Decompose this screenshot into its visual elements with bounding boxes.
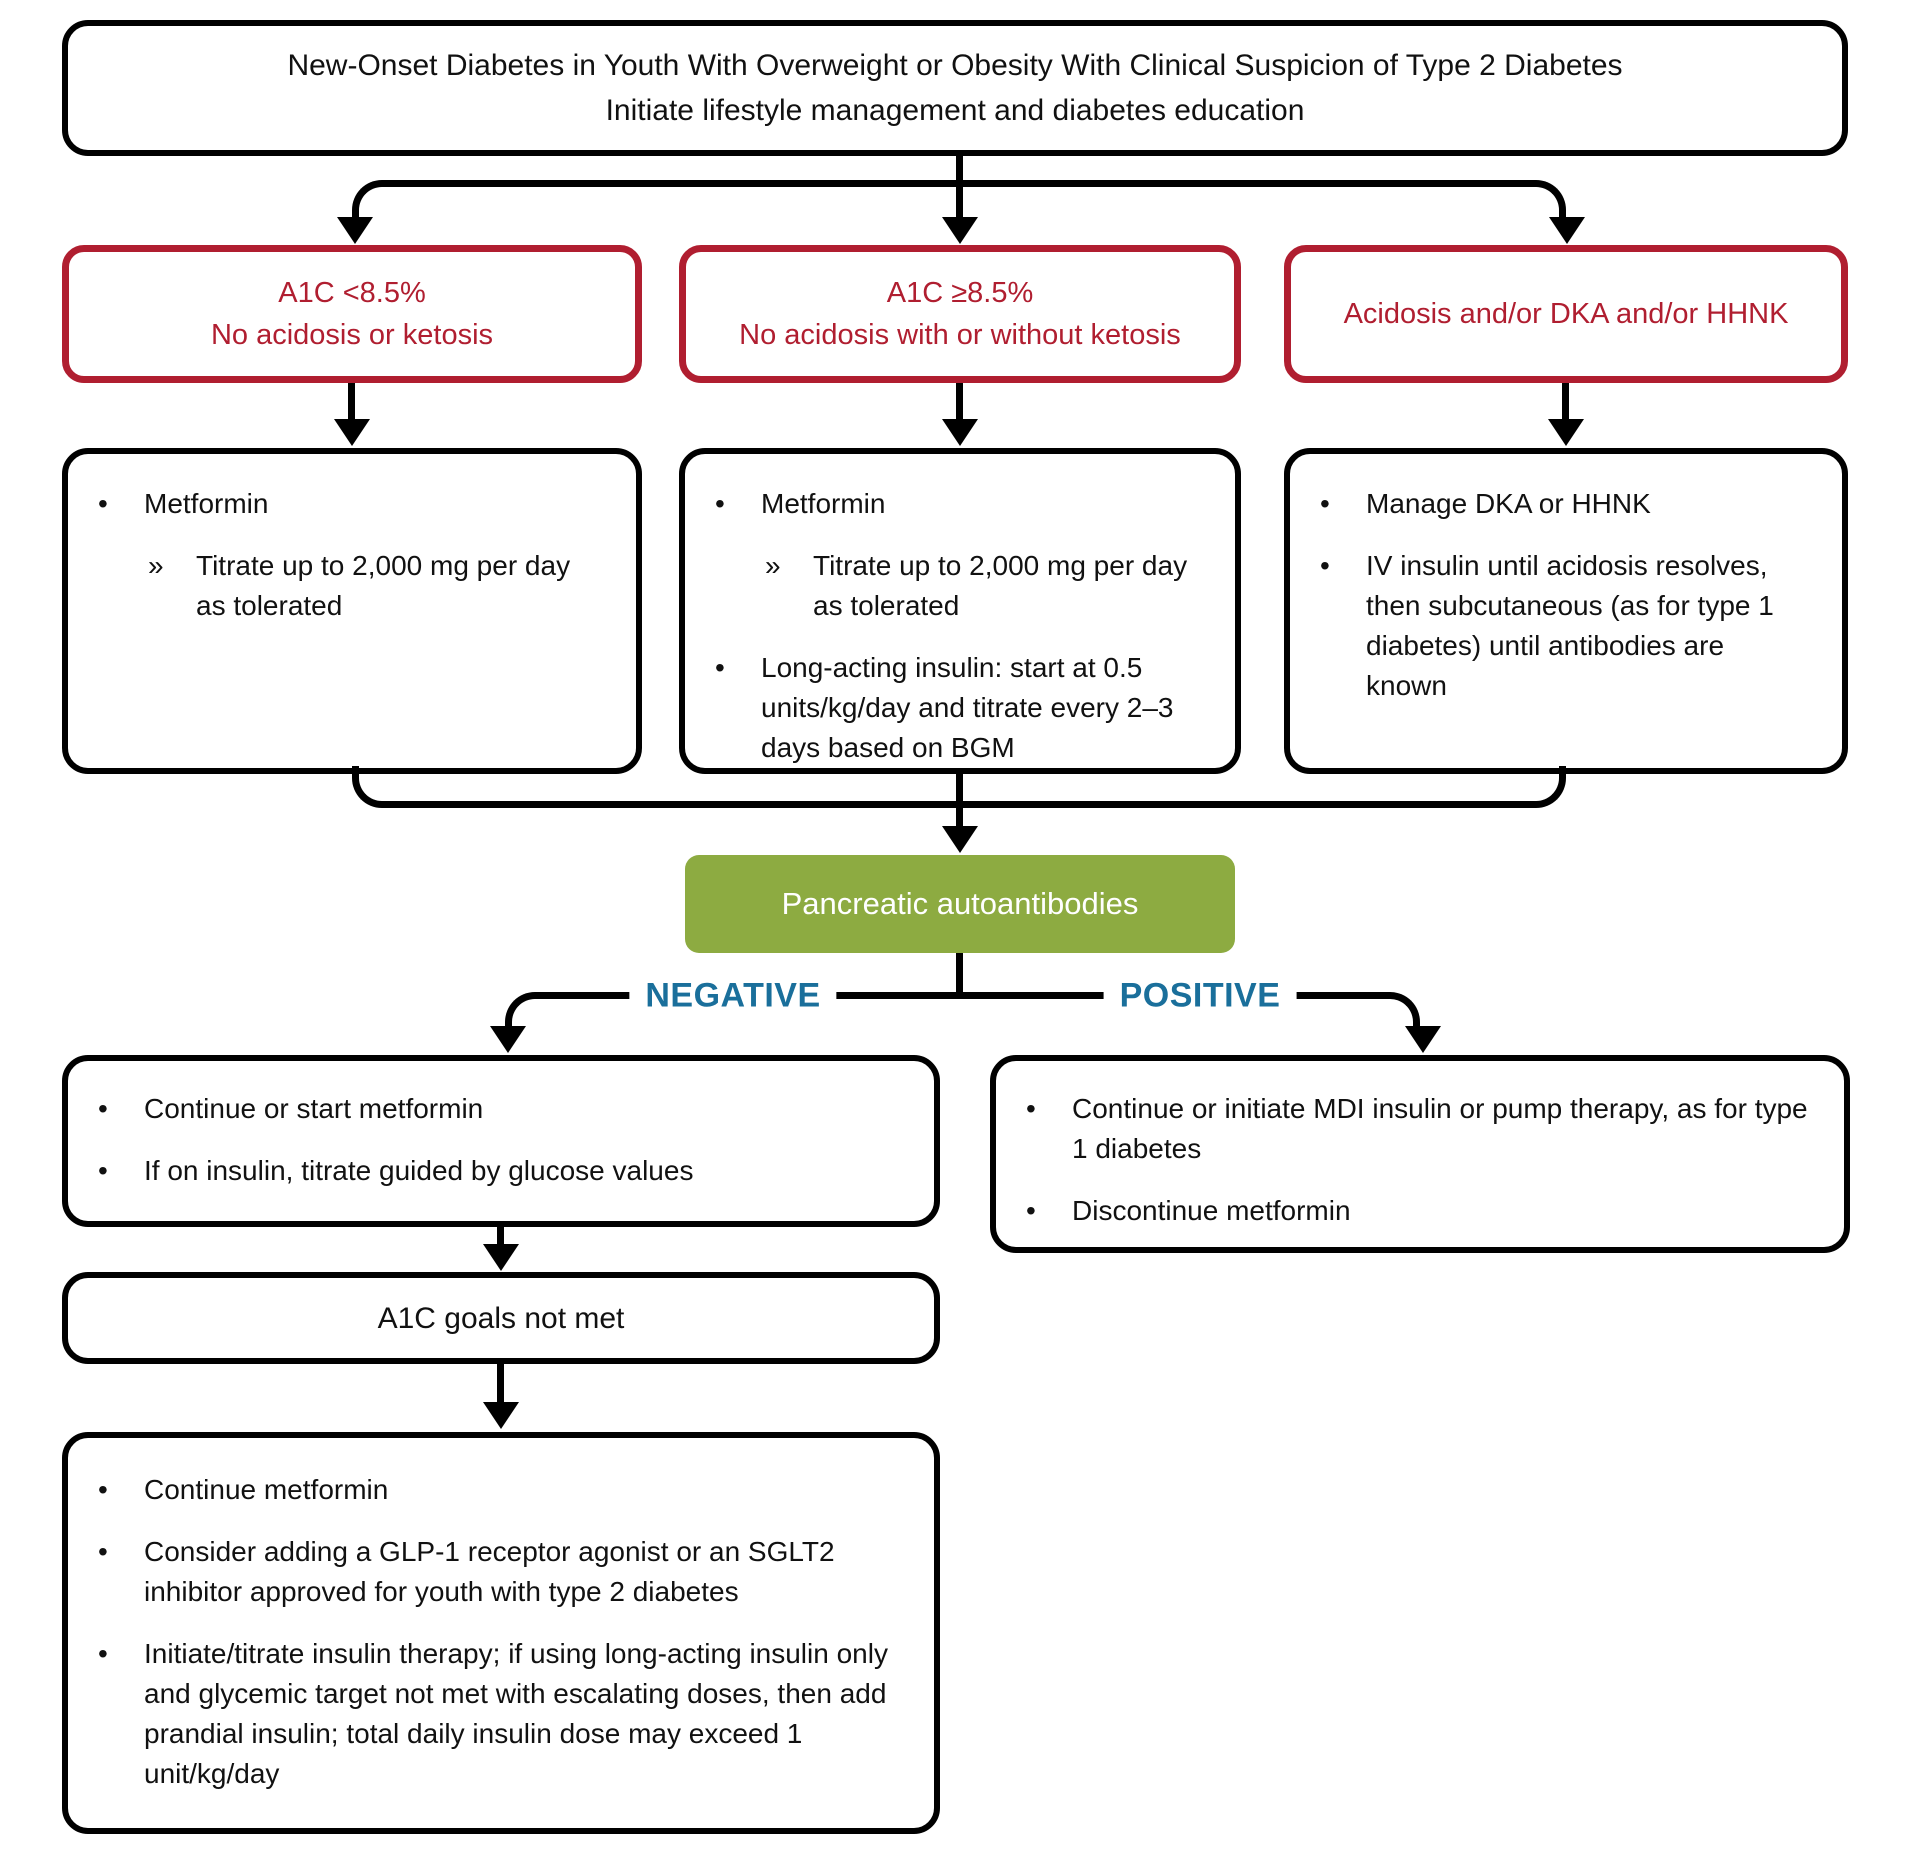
- bullet-marker: •: [98, 1638, 108, 1669]
- bullet-marker: •: [715, 488, 725, 519]
- bullet-text: Continue or start metformin: [144, 1093, 484, 1124]
- bullet-marker: •: [715, 652, 725, 683]
- bullet-text: Manage DKA or HHNK: [1366, 488, 1651, 519]
- treatment-box-metformin: • Metformin » Titrate up to 2,000 mg per…: [62, 448, 642, 774]
- connector-elbow: [960, 180, 1566, 224]
- bullet-item: » Titrate up to 2,000 mg per day as tole…: [765, 546, 1201, 626]
- branch-box-a1c-low-line1: A1C <8.5%: [278, 277, 426, 309]
- bullet-text: Consider adding a GLP-1 receptor agonist…: [144, 1536, 835, 1607]
- bullet-marker: •: [1026, 1195, 1036, 1226]
- negative-label: NEGATIVE: [629, 976, 837, 1016]
- arrowhead-down: [1548, 419, 1584, 446]
- arrowhead-down: [942, 419, 978, 446]
- bullet-item: • Long-acting insulin: start at 0.5 unit…: [715, 648, 1201, 768]
- connector-line: [1562, 383, 1569, 423]
- bullet-text: Metformin: [144, 488, 269, 519]
- bullet-text: Discontinue metformin: [1072, 1195, 1351, 1226]
- bullet-marker: •: [98, 1474, 108, 1505]
- connector-elbow: [352, 766, 960, 808]
- bullet-marker: •: [98, 488, 108, 519]
- bullet-text: Metformin: [761, 488, 886, 519]
- bullet-item: • Continue or initiate MDI insulin or pu…: [1026, 1089, 1810, 1169]
- bullet-item: • If on insulin, titrate guided by gluco…: [98, 1151, 900, 1191]
- bullet-item: • Manage DKA or HHNK: [1320, 484, 1808, 524]
- pancreatic-autoantibodies-box: Pancreatic autoantibodies: [685, 855, 1235, 953]
- bullet-marker: •: [1320, 488, 1330, 519]
- branch-box-a1c-high-line2: No acidosis with or without ketosis: [739, 319, 1181, 351]
- bullet-item: • IV insulin until acidosis resolves, th…: [1320, 546, 1808, 706]
- branch-box-acidosis: Acidosis and/or DKA and/or HHNK: [1284, 245, 1848, 383]
- connector-line: [497, 1225, 504, 1251]
- arrowhead-down: [483, 1402, 519, 1429]
- branch-box-a1c-high-line1: A1C ≥8.5%: [886, 277, 1034, 309]
- bullet-text: IV insulin until acidosis resolves, then…: [1366, 550, 1774, 701]
- a1c-goals-box: A1C goals not met: [62, 1272, 940, 1364]
- bullet-item: • Metformin: [98, 484, 602, 524]
- bullet-text: Initiate/titrate insulin therapy; if usi…: [144, 1638, 888, 1789]
- bullet-text: Continue or initiate MDI insulin or pump…: [1072, 1093, 1808, 1164]
- arrowhead-down: [942, 217, 978, 244]
- bullet-marker: •: [98, 1093, 108, 1124]
- bullet-marker: •: [98, 1155, 108, 1186]
- connector-line: [956, 383, 963, 423]
- positive-result-box: • Continue or initiate MDI insulin or pu…: [990, 1055, 1850, 1253]
- bullet-text: If on insulin, titrate guided by glucose…: [144, 1155, 694, 1186]
- treatment-box-metformin-insulin: • Metformin » Titrate up to 2,000 mg per…: [679, 448, 1241, 774]
- arrowhead-down: [490, 1026, 526, 1053]
- branch-box-a1c-low-line2: No acidosis or ketosis: [210, 319, 494, 351]
- bullet-marker: •: [98, 1536, 108, 1567]
- bullet-item: • Metformin: [715, 484, 1201, 524]
- connector-line: [497, 1362, 504, 1406]
- arrowhead-down: [334, 419, 370, 446]
- connector-elbow: [960, 766, 1566, 808]
- connector-elbow: [352, 180, 960, 224]
- bullet-item: • Continue metformin: [98, 1470, 900, 1510]
- bullet-marker: »: [148, 550, 164, 581]
- connector-line: [956, 772, 963, 830]
- bullet-item: • Consider adding a GLP-1 receptor agoni…: [98, 1532, 900, 1612]
- arrowhead-down: [483, 1244, 519, 1271]
- arrowhead-down: [1405, 1026, 1441, 1053]
- treatment-box-dka: • Manage DKA or HHNK • IV insulin until …: [1284, 448, 1848, 774]
- bullet-text: Titrate up to 2,000 mg per day as tolera…: [196, 550, 571, 621]
- connector-line: [348, 383, 355, 423]
- bullet-marker: »: [765, 550, 781, 581]
- bullet-item: • Discontinue metformin: [1026, 1191, 1810, 1231]
- bullet-text: Long-acting insulin: start at 0.5 units/…: [761, 652, 1174, 763]
- top-banner: New-Onset Diabetes in Youth With Overwei…: [62, 20, 1848, 156]
- top-banner-line1: New-Onset Diabetes in Youth With Overwei…: [287, 49, 1623, 82]
- arrowhead-down: [1549, 217, 1585, 244]
- bullet-text: Titrate up to 2,000 mg per day as tolera…: [813, 550, 1188, 621]
- branch-box-a1c-low: A1C <8.5% No acidosis or ketosis: [62, 245, 642, 383]
- bullet-marker: •: [1026, 1093, 1036, 1124]
- negative-result-box: • Continue or start metformin • If on in…: [62, 1055, 940, 1227]
- connector-line: [956, 953, 963, 997]
- positive-label: POSITIVE: [1103, 976, 1297, 1016]
- bullet-item: • Initiate/titrate insulin therapy; if u…: [98, 1634, 900, 1794]
- arrowhead-down: [337, 217, 373, 244]
- branch-box-acidosis-line1: Acidosis and/or DKA and/or HHNK: [1343, 298, 1789, 330]
- a1c-goals-label: A1C goals not met: [377, 1301, 625, 1335]
- pancreatic-autoantibodies-label: Pancreatic autoantibodies: [781, 886, 1139, 921]
- bullet-item: • Continue or start metformin: [98, 1089, 900, 1129]
- bullet-marker: •: [1320, 550, 1330, 581]
- intensify-treatment-box: • Continue metformin • Consider adding a…: [62, 1432, 940, 1834]
- top-banner-line2: Initiate lifestyle management and diabet…: [605, 94, 1305, 127]
- arrowhead-down: [942, 826, 978, 853]
- branch-box-a1c-high: A1C ≥8.5% No acidosis with or without ke…: [679, 245, 1241, 383]
- bullet-text: Continue metformin: [144, 1474, 389, 1505]
- bullet-item: » Titrate up to 2,000 mg per day as tole…: [148, 546, 602, 626]
